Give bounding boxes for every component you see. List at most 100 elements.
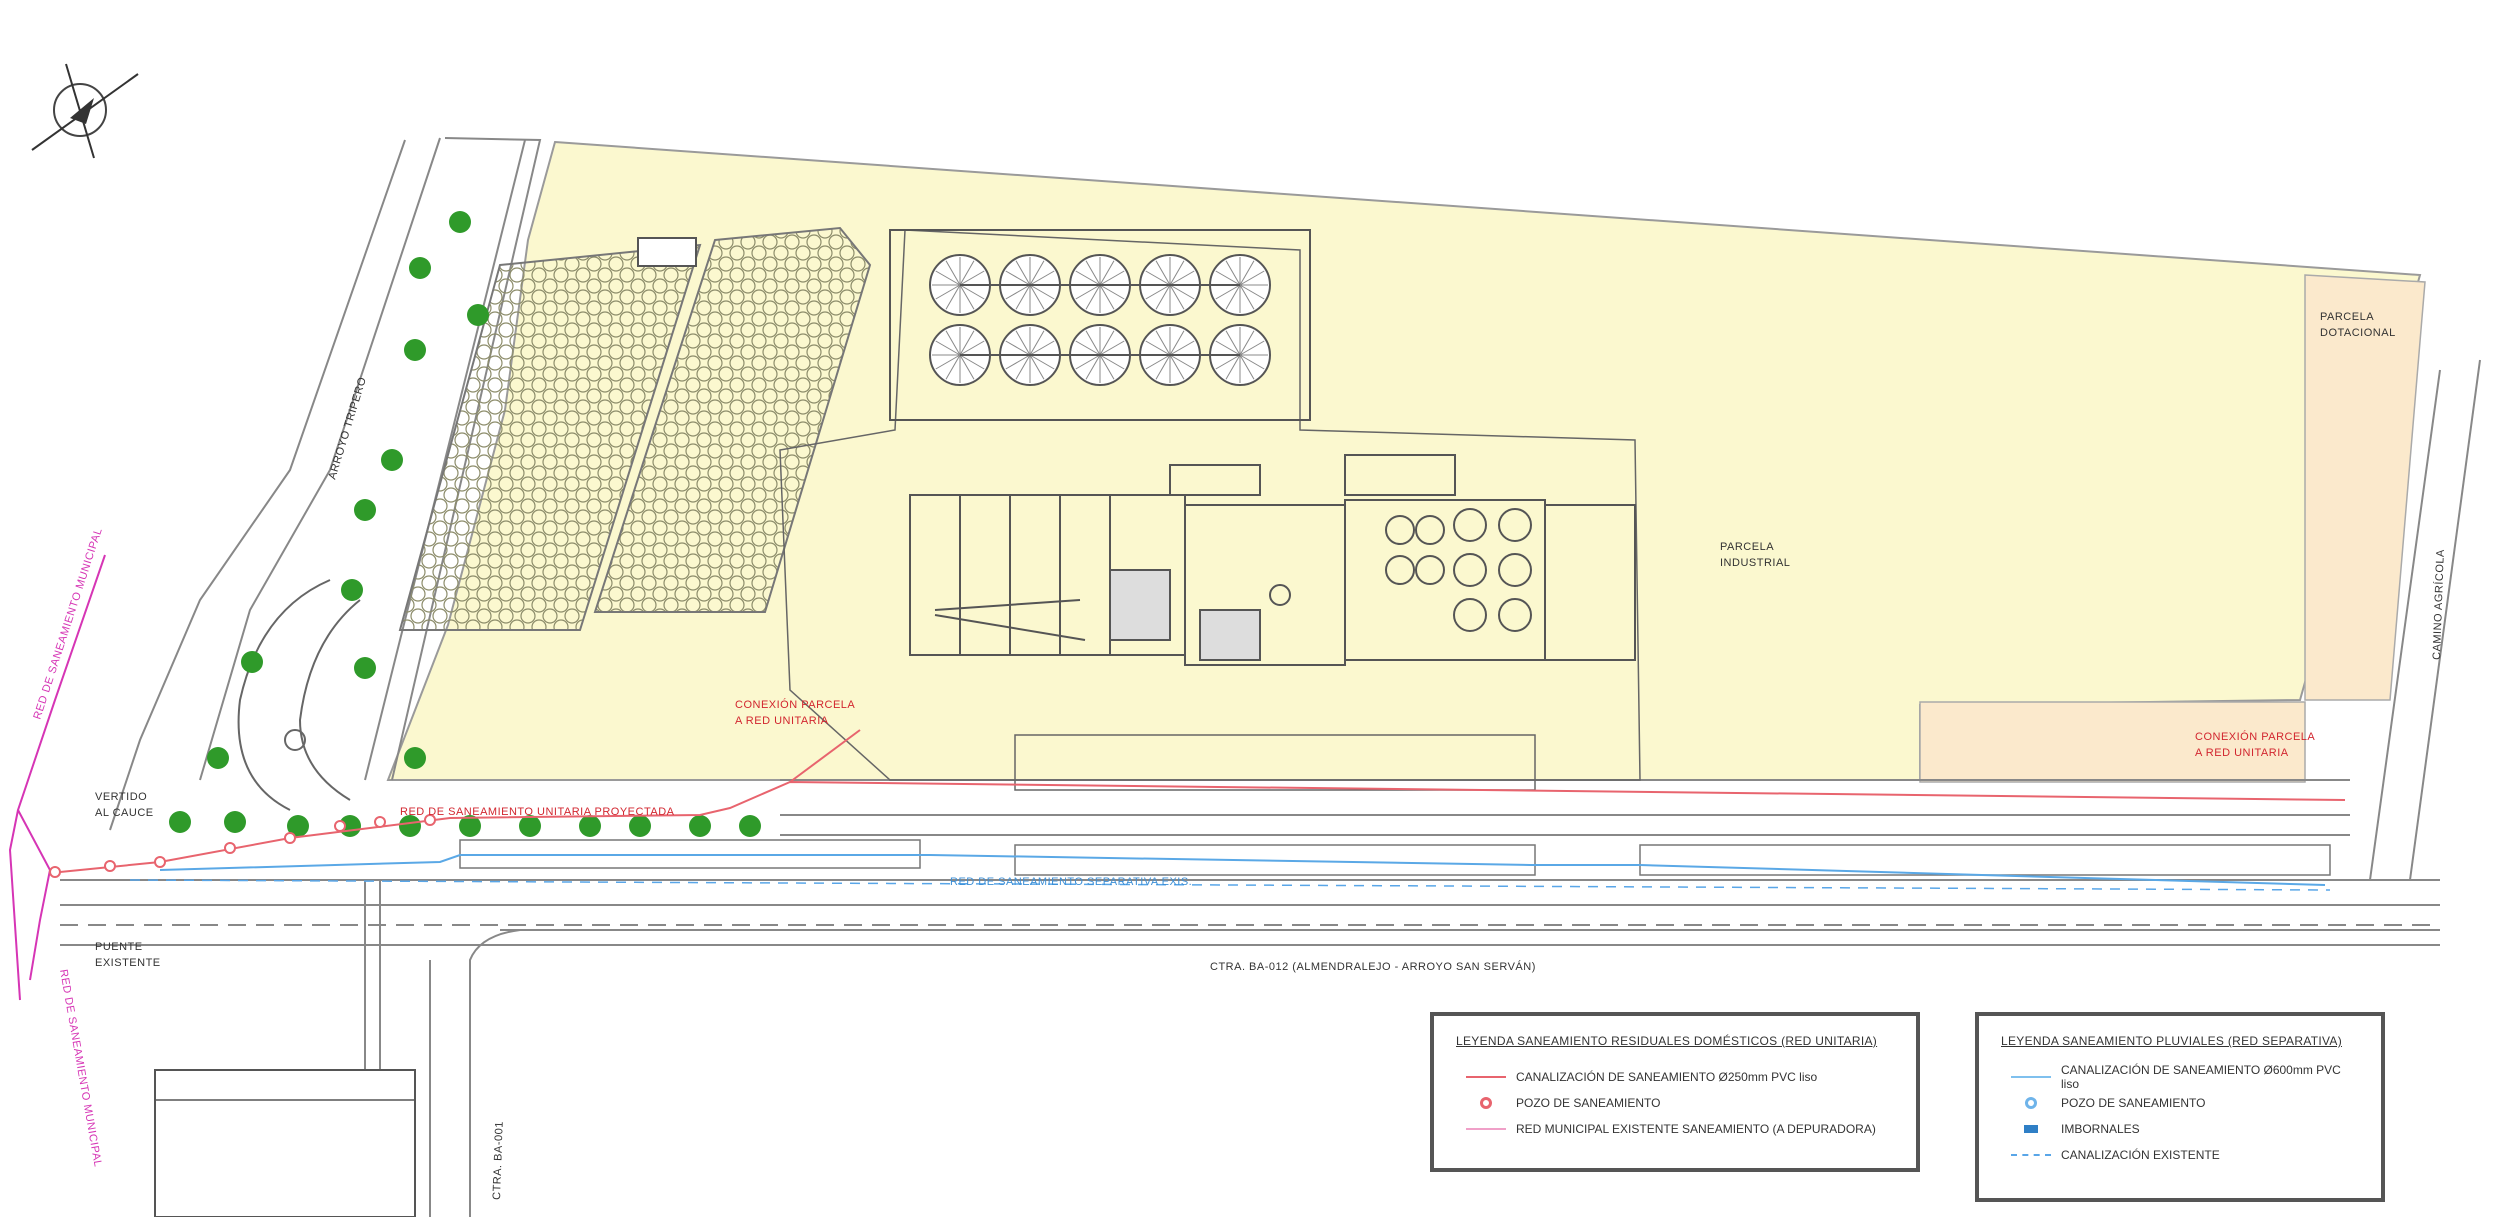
legend-pluviales: LEYENDA SANEAMIENTO PLUVIALES (RED SEPAR… xyxy=(1975,1012,2385,1202)
unitaria-network-line xyxy=(49,780,2346,874)
tree-icon xyxy=(467,304,489,326)
tank-spoke xyxy=(1099,284,1115,310)
municipal-network-line xyxy=(16,554,106,981)
tank-spoke xyxy=(1075,354,1101,370)
tank-spoke xyxy=(959,354,985,370)
tank-spoke xyxy=(1099,340,1125,356)
legend-label: CANALIZACIÓN EXISTENTE xyxy=(2061,1148,2220,1162)
dotacional-parcel xyxy=(2304,274,2426,701)
tank-spoke xyxy=(1225,284,1241,310)
label-camino-agricola: CAMINO AGRÍCOLA xyxy=(2430,549,2447,660)
tank-spoke xyxy=(1169,340,1195,356)
tank-spoke xyxy=(1085,260,1101,286)
tank-spoke xyxy=(935,270,961,286)
tank-spoke xyxy=(1029,284,1045,310)
tank-spoke xyxy=(1099,270,1125,286)
solar-array-left xyxy=(398,243,702,631)
tank-spoke xyxy=(1169,284,1195,300)
tank-spoke xyxy=(1145,340,1171,356)
well-icon xyxy=(284,832,296,844)
tank-spoke xyxy=(1155,354,1171,380)
tank-spoke xyxy=(1215,354,1241,370)
sedimentation-tanks xyxy=(889,229,1311,421)
tree-icon xyxy=(579,815,601,837)
tank-spoke xyxy=(1239,354,1265,370)
tank-spoke xyxy=(1239,340,1265,356)
tank-spoke xyxy=(959,284,975,310)
legend-symbol-icon xyxy=(1456,1097,1516,1109)
tank-spoke xyxy=(945,330,961,356)
tank-spoke xyxy=(1169,354,1185,380)
legend-row: POZO DE SANEAMIENTO xyxy=(1456,1090,1894,1116)
tank-spoke xyxy=(1225,260,1241,286)
legend-residuales-items: CANALIZACIÓN DE SANEAMIENTO Ø250mm PVC l… xyxy=(1456,1064,1894,1142)
tank-spoke xyxy=(1155,260,1171,286)
legend-label: CANALIZACIÓN DE SANEAMIENTO Ø600mm PVC l… xyxy=(2061,1063,2341,1091)
tank-spoke xyxy=(1155,284,1171,310)
tank-spoke xyxy=(1085,330,1101,356)
tank-spoke xyxy=(935,354,961,370)
unitaria-wells xyxy=(49,814,436,878)
tree-icon xyxy=(459,815,481,837)
tank-spoke xyxy=(1145,270,1171,286)
tree-icon xyxy=(739,815,761,837)
roundabout xyxy=(237,579,361,811)
tank-spoke xyxy=(1085,354,1101,380)
tank-spoke xyxy=(945,354,961,380)
tank-spoke xyxy=(1015,260,1031,286)
legend-pluviales-items: CANALIZACIÓN DE SANEAMIENTO Ø600mm PVC l… xyxy=(2001,1063,2359,1168)
well-icon xyxy=(334,820,346,832)
legend-symbol-icon xyxy=(2001,1097,2061,1109)
legend-label: POZO DE SANEAMIENTO xyxy=(2061,1096,2206,1110)
tree-icon xyxy=(354,499,376,521)
separativa-existing-line xyxy=(129,879,2331,891)
tank-spoke xyxy=(935,340,961,356)
tank-spoke xyxy=(1169,260,1185,286)
legend-row: IMBORNALES xyxy=(2001,1116,2359,1142)
tank-spoke xyxy=(1075,270,1101,286)
tank-spoke xyxy=(1029,270,1055,286)
road-median-1 xyxy=(1014,844,1536,876)
parking-area xyxy=(1014,734,1536,791)
tank-spoke xyxy=(1155,330,1171,356)
tank-spoke xyxy=(959,340,985,356)
tree-icon xyxy=(399,815,421,837)
legend-symbol-icon xyxy=(1456,1076,1516,1078)
legend-pluviales-title: LEYENDA SANEAMIENTO PLUVIALES (RED SEPAR… xyxy=(2001,1034,2343,1048)
legend-label: CANALIZACIÓN DE SANEAMIENTO Ø250mm PVC l… xyxy=(1516,1070,1818,1084)
tank-spoke xyxy=(1029,284,1055,300)
tank-spoke xyxy=(1169,354,1195,370)
process-buildings xyxy=(909,454,1636,666)
legend-label: IMBORNALES xyxy=(2061,1122,2140,1136)
legend-residuales: LEYENDA SANEAMIENTO RESIDUALES DOMÉSTICO… xyxy=(1430,1012,1920,1172)
tank-spoke xyxy=(1029,354,1055,370)
tank-spoke xyxy=(1075,340,1101,356)
tank-spoke xyxy=(1215,270,1241,286)
tank-spoke xyxy=(945,284,961,310)
tank-spoke xyxy=(1239,354,1255,380)
tank-spoke xyxy=(1145,284,1171,300)
legend-residuales-title: LEYENDA SANEAMIENTO RESIDUALES DOMÉSTICO… xyxy=(1456,1034,1878,1048)
label-ctra-ba001: CTRA. BA-001 xyxy=(491,1121,506,1200)
tree-icon xyxy=(689,815,711,837)
label-red-municipal-top: RED DE SANEAMIENTO MUNICIPAL xyxy=(31,526,104,721)
tree-icon xyxy=(629,815,651,837)
legend-symbol-icon xyxy=(2001,1076,2061,1078)
legend-symbol-icon xyxy=(2001,1125,2061,1133)
tree-icon xyxy=(381,449,403,471)
legend-row: RED MUNICIPAL EXISTENTE SANEAMIENTO (A D… xyxy=(1456,1116,1894,1142)
tank-spoke xyxy=(1029,330,1045,356)
tank-spoke xyxy=(1099,330,1115,356)
legend-symbol-icon xyxy=(1456,1128,1516,1130)
tank-spoke xyxy=(1169,284,1185,310)
tank-spoke xyxy=(1015,330,1031,356)
tank-spoke xyxy=(1215,340,1241,356)
tank-spoke xyxy=(1169,270,1195,286)
small-hut xyxy=(637,237,697,267)
tank-spoke xyxy=(1029,260,1045,286)
tank-spoke xyxy=(959,354,975,380)
tank-spoke xyxy=(1029,354,1045,380)
